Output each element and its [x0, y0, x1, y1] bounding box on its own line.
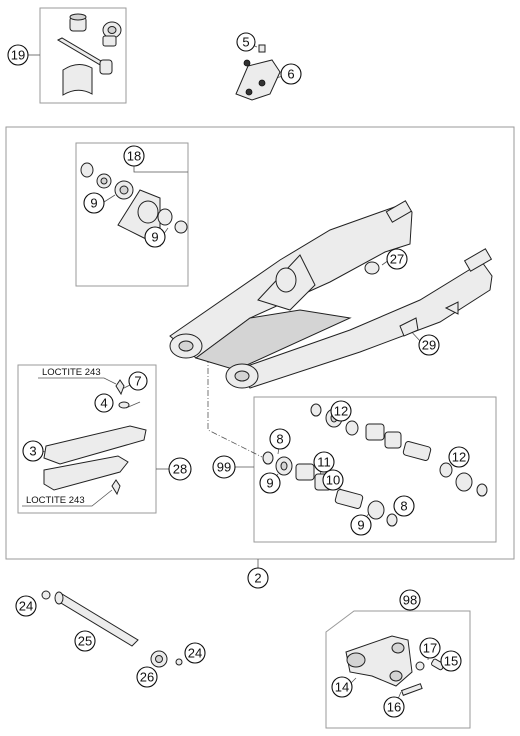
- callout-9[interactable]: 9: [83, 192, 105, 214]
- callout-19[interactable]: 19: [7, 44, 29, 66]
- callout-27[interactable]: 27: [386, 248, 408, 270]
- loctite-note-bottom: LOCTITE 243: [22, 489, 113, 507]
- callout-24[interactable]: 24: [15, 595, 37, 617]
- callout-9[interactable]: 9: [259, 472, 281, 494]
- loctite-note-top: LOCTITE 243: [38, 367, 117, 385]
- callout-label: 17: [423, 641, 437, 656]
- callout-label: 24: [188, 646, 202, 661]
- callout-label: 24: [19, 599, 33, 614]
- callout-12[interactable]: 12: [448, 446, 470, 468]
- callout-5[interactable]: 5: [236, 32, 256, 52]
- callout-7[interactable]: 7: [128, 371, 148, 391]
- frame-swingarm-main: [5, 126, 515, 560]
- callout-3[interactable]: 3: [22, 440, 44, 462]
- callout-label: 16: [387, 700, 401, 715]
- frame-tool-kit: [39, 7, 127, 104]
- bearing-kit-parts: [80, 162, 188, 247]
- callout-label: 28: [173, 462, 187, 477]
- linkage-guard-part: [235, 44, 281, 101]
- callout-label: 9: [357, 518, 364, 533]
- callout-28[interactable]: 28: [168, 457, 192, 481]
- callout-label: 3: [29, 444, 36, 459]
- callout-label: 2: [254, 571, 261, 586]
- callout-label: 14: [335, 680, 349, 695]
- callout-label: 12: [452, 450, 466, 465]
- callout-25[interactable]: 25: [74, 630, 96, 652]
- callout-label: 9: [90, 196, 97, 211]
- callout-8[interactable]: 8: [269, 428, 291, 450]
- callout-label: 29: [422, 338, 436, 353]
- callout-24[interactable]: 24: [184, 642, 206, 664]
- bearing-set-parts: [262, 403, 488, 527]
- callout-2[interactable]: 2: [247, 567, 269, 589]
- callout-18[interactable]: 18: [123, 145, 145, 167]
- callout-label: 9: [151, 230, 158, 245]
- callout-label: 25: [78, 634, 92, 649]
- callout-26[interactable]: 26: [136, 666, 158, 688]
- callout-4[interactable]: 4: [94, 393, 114, 413]
- callout-label: 8: [400, 499, 407, 514]
- frame-bearing-kit: [75, 142, 189, 287]
- callout-17[interactable]: 17: [419, 637, 441, 659]
- callout-11[interactable]: 11: [313, 451, 335, 473]
- swingarm-axle-parts: [41, 590, 183, 668]
- callout-6[interactable]: 6: [280, 63, 302, 85]
- callout-label: 15: [444, 654, 458, 669]
- callout-label: 4: [100, 396, 107, 411]
- callout-10[interactable]: 10: [322, 469, 344, 491]
- callout-16[interactable]: 16: [383, 696, 405, 718]
- callout-8[interactable]: 8: [393, 495, 415, 517]
- callout-15[interactable]: 15: [440, 650, 462, 672]
- swingarm: [169, 200, 493, 389]
- callout-label: 12: [334, 404, 348, 419]
- callout-label: 27: [390, 252, 404, 267]
- callout-label: 7: [134, 374, 141, 389]
- callout-label: 5: [242, 35, 249, 50]
- frame-chain-slider: [17, 364, 157, 514]
- frame-bearing-set: [253, 396, 497, 543]
- callout-label: 10: [326, 473, 340, 488]
- tool-kit-parts: [56, 13, 122, 96]
- callout-label: 18: [127, 149, 141, 164]
- frame-shock-linkage: [325, 610, 471, 729]
- callout-9[interactable]: 9: [350, 514, 372, 536]
- callout-9[interactable]: 9: [144, 226, 166, 248]
- loctite-note-bottom-text: LOCTITE 243: [26, 495, 85, 506]
- callout-12[interactable]: 12: [330, 400, 352, 422]
- callout-label: 6: [287, 67, 294, 82]
- callout-label: 11: [317, 455, 331, 470]
- callout-label: 19: [11, 48, 25, 63]
- chain-slider-parts: [43, 379, 147, 496]
- callout-label: 9: [266, 476, 273, 491]
- callout-29[interactable]: 29: [418, 334, 440, 356]
- callout-label: 26: [140, 670, 154, 685]
- callout-14[interactable]: 14: [331, 676, 353, 698]
- callout-label: 99: [217, 460, 231, 475]
- callout-99[interactable]: 99: [212, 455, 236, 479]
- loctite-note-top-text: LOCTITE 243: [42, 367, 101, 378]
- callout-label: 8: [276, 432, 283, 447]
- callout-label: 98: [403, 593, 417, 608]
- callout-98[interactable]: 98: [399, 589, 421, 611]
